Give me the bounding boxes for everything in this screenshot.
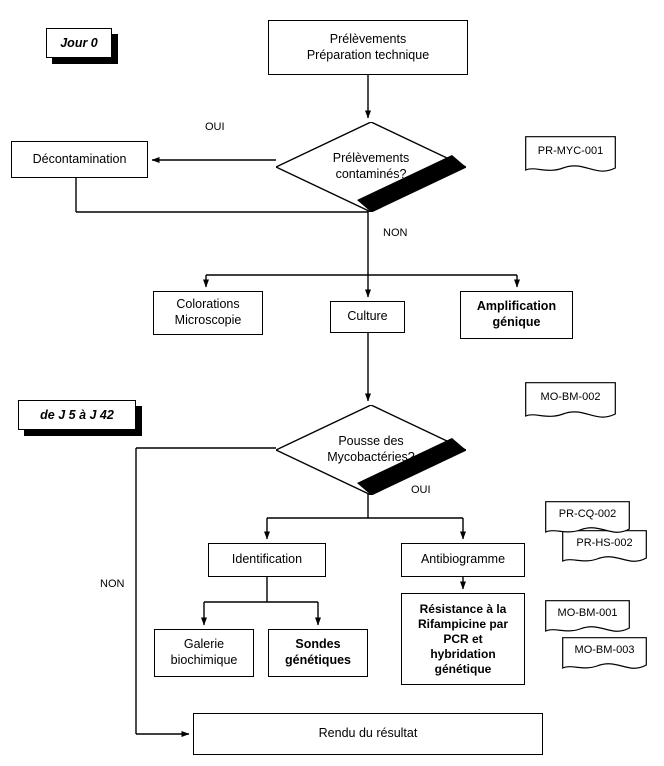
box-sondes-genetiques: Sondes génétiques [268, 629, 368, 677]
label-non-pousse: NON [100, 578, 125, 590]
box-galerie-biochimique: Galerie biochimique [154, 629, 254, 677]
doc-pr-myc-001-label: PR-MYC-001 [537, 145, 604, 157]
doc-mo-bm-002: MO-BM-002 [525, 382, 616, 422]
doc-pr-hs-002: PR-HS-002 [562, 530, 647, 566]
doc-pr-cq-002: PR-CQ-002 [545, 501, 630, 537]
box-prelevements: Prélèvements Préparation technique [268, 20, 468, 75]
doc-pr-hs-002-label: PR-HS-002 [576, 537, 633, 549]
box-decontamination: Décontamination [11, 141, 148, 178]
doc-mo-bm-003: MO-BM-003 [562, 637, 647, 673]
doc-pr-cq-002-label: PR-CQ-002 [558, 508, 617, 520]
doc-mo-bm-001: MO-BM-001 [545, 600, 630, 636]
decision-prelevements-contamines-label: Prélèvements contaminés? [332, 151, 410, 181]
label-non-contamination: NON [383, 227, 408, 239]
box-antibiogramme: Antibiogramme [401, 543, 525, 577]
decision-pousse-mycobacteries-label: Pousse des Mycobactéries? [327, 434, 415, 464]
box-identification: Identification [208, 543, 326, 577]
box-culture: Culture [330, 301, 405, 333]
label-oui-pousse: OUI [411, 484, 431, 496]
decision-prelevements-contamines: Prélèvements contaminés? [276, 122, 466, 212]
doc-mo-bm-002-label: MO-BM-002 [540, 391, 601, 403]
label-oui-contamination: OUI [205, 121, 225, 133]
doc-pr-myc-001: PR-MYC-001 [525, 136, 616, 176]
box-colorations-microscopie: Colorations Microscopie [153, 291, 263, 335]
phase-jour-0: Jour 0 [46, 28, 112, 58]
box-amplification-genique: Amplification génique [460, 291, 573, 339]
box-resistance-rifampicine: Résistance à la Rifampicine par PCR et h… [401, 593, 525, 685]
decision-pousse-mycobacteries: Pousse des Mycobactéries? [276, 405, 466, 495]
doc-mo-bm-003-label: MO-BM-003 [574, 644, 635, 656]
box-rendu-resultat: Rendu du résultat [193, 713, 543, 755]
doc-mo-bm-001-label: MO-BM-001 [557, 607, 618, 619]
phase-j5-j42: de J 5 à J 42 [18, 400, 136, 430]
